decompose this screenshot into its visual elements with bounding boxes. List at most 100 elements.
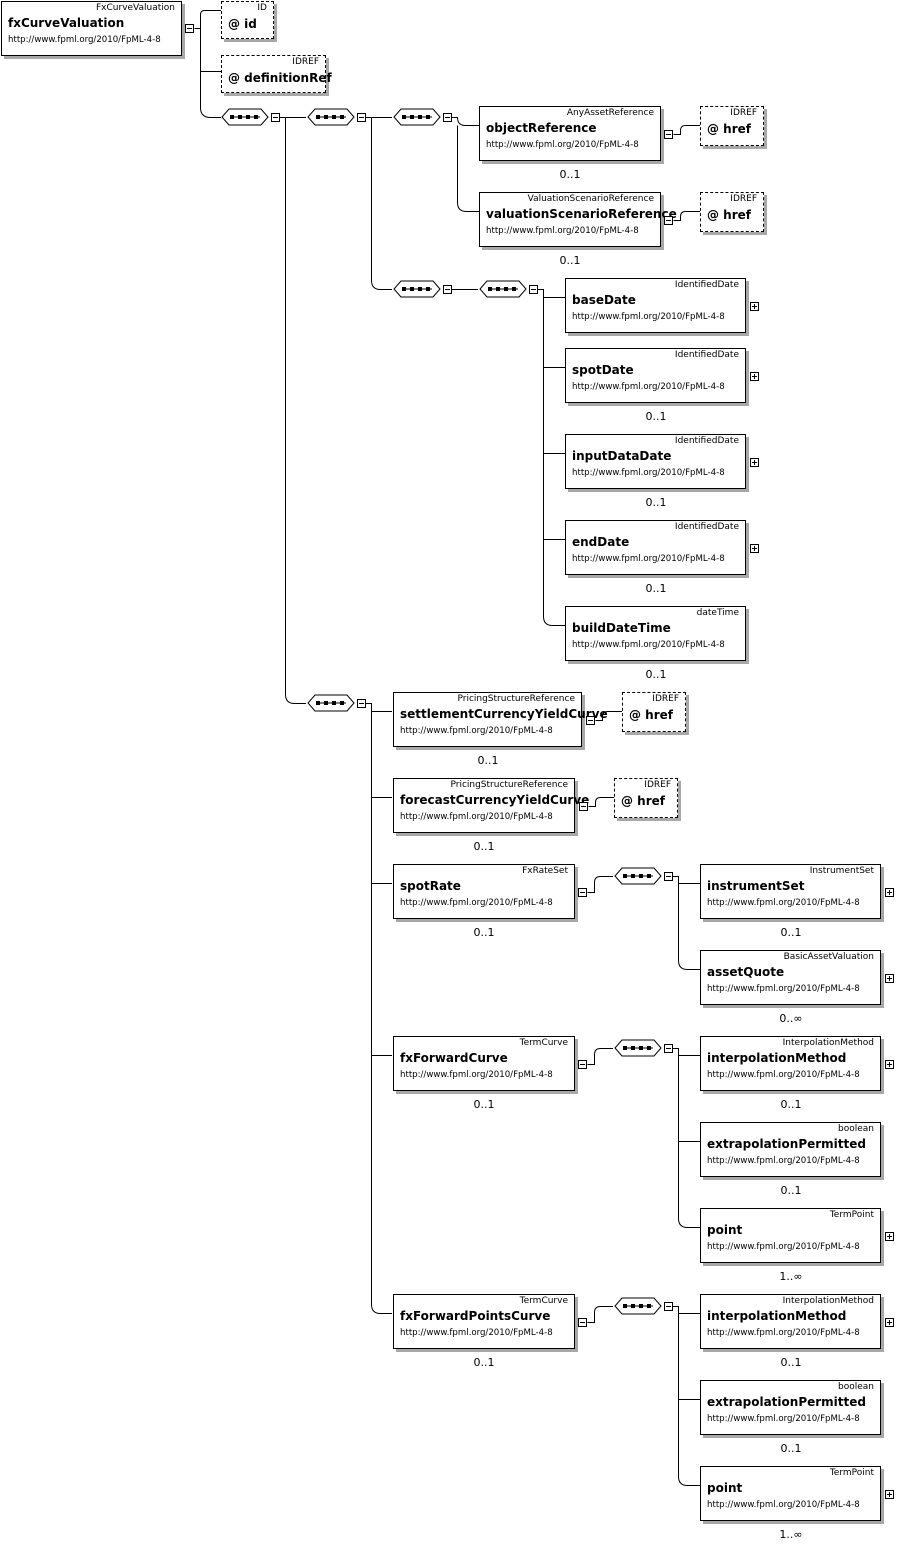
expand-toggle[interactable] xyxy=(885,1318,894,1327)
sequence-compositor[interactable] xyxy=(393,108,441,126)
sequence-compositor[interactable] xyxy=(479,280,527,298)
element-name: baseDate xyxy=(572,293,636,307)
element-interpolationmethod[interactable]: InterpolationMethod interpolationMethod … xyxy=(700,1036,881,1091)
collapse-toggle[interactable] xyxy=(664,130,673,139)
expand-toggle[interactable] xyxy=(885,974,894,983)
expand-toggle[interactable] xyxy=(750,372,759,381)
attribute-href[interactable]: IDREF @ href xyxy=(622,692,686,732)
sequence-compositor[interactable] xyxy=(614,1039,662,1057)
cardinality-label: 0..∞ xyxy=(779,1012,803,1025)
cardinality-label: 0..1 xyxy=(559,168,581,181)
element-builddatetime[interactable]: dateTime buildDateTime http://www.fpml.o… xyxy=(565,606,746,661)
namespace-url: http://www.fpml.org/2010/FpML-4-8 xyxy=(572,640,725,650)
element-name: settlementCurrencyYieldCurve xyxy=(400,707,608,721)
cardinality-label: 0..1 xyxy=(645,496,667,509)
attribute-name: @ href xyxy=(707,122,751,136)
sequence-compositor[interactable] xyxy=(614,1297,662,1315)
expand-toggle[interactable] xyxy=(750,544,759,553)
element-assetquote[interactable]: BasicAssetValuation assetQuote http://ww… xyxy=(700,950,881,1005)
cardinality-label: 1..∞ xyxy=(779,1270,803,1283)
element-name: buildDateTime xyxy=(572,621,671,635)
collapse-toggle[interactable] xyxy=(578,1060,587,1069)
type-label: IDREF xyxy=(730,194,757,204)
attribute-definitionref[interactable]: IDREF @ definitionRef xyxy=(221,55,332,93)
expand-toggle[interactable] xyxy=(885,1490,894,1499)
element-name: fxForwardPointsCurve xyxy=(400,1309,551,1323)
cardinality-label: 0..1 xyxy=(780,1442,802,1455)
type-label: PricingStructureReference xyxy=(457,694,575,704)
collapse-toggle[interactable] xyxy=(664,1044,673,1053)
cardinality-label: 1..∞ xyxy=(779,1528,803,1541)
element-fxforwardcurve[interactable]: TermCurve fxForwardCurve http://www.fpml… xyxy=(393,1036,575,1091)
type-label: TermCurve xyxy=(519,1038,568,1048)
type-label: IdentifiedDate xyxy=(674,350,739,360)
collapse-toggle[interactable] xyxy=(664,872,673,881)
type-label: ValuationScenarioReference xyxy=(527,194,654,204)
element-extrapolationpermitted[interactable]: boolean extrapolationPermitted http://ww… xyxy=(700,1122,881,1177)
element-point[interactable]: TermPoint point http://www.fpml.org/2010… xyxy=(700,1466,881,1521)
sequence-compositor[interactable] xyxy=(393,280,441,298)
expand-toggle[interactable] xyxy=(885,1232,894,1241)
collapse-toggle[interactable] xyxy=(357,699,366,708)
attribute-id[interactable]: ID @ id xyxy=(221,1,274,39)
type-label: FxCurveValuation xyxy=(96,3,175,13)
type-label: IdentifiedDate xyxy=(674,280,739,290)
expand-toggle[interactable] xyxy=(885,888,894,897)
namespace-url: http://www.fpml.org/2010/FpML-4-8 xyxy=(707,1328,860,1338)
attribute-href[interactable]: IDREF @ href xyxy=(700,192,764,232)
expand-toggle[interactable] xyxy=(885,1060,894,1069)
element-fxcurvevaluation[interactable]: FxCurveValuation fxCurveValuation http:/… xyxy=(1,1,182,56)
expand-toggle[interactable] xyxy=(750,458,759,467)
collapse-toggle[interactable] xyxy=(578,1318,587,1327)
element-objectreference[interactable]: AnyAssetReference objectReference http:/… xyxy=(479,106,661,161)
cardinality-label: 0..1 xyxy=(780,1098,802,1111)
collapse-toggle[interactable] xyxy=(586,716,595,725)
cardinality-label: 0..1 xyxy=(559,254,581,267)
element-spotrate[interactable]: FxRateSet spotRate http://www.fpml.org/2… xyxy=(393,864,575,919)
attribute-href[interactable]: IDREF @ href xyxy=(700,106,764,146)
sequence-compositor[interactable] xyxy=(307,694,355,712)
attribute-href[interactable]: IDREF @ href xyxy=(614,778,678,818)
type-label: IDREF xyxy=(652,694,679,704)
sequence-compositor[interactable] xyxy=(614,867,662,885)
element-interpolationmethod[interactable]: InterpolationMethod interpolationMethod … xyxy=(700,1294,881,1349)
element-fxforwardpointscurve[interactable]: TermCurve fxForwardPointsCurve http://ww… xyxy=(393,1294,575,1349)
namespace-url: http://www.fpml.org/2010/FpML-4-8 xyxy=(572,312,725,322)
element-enddate[interactable]: IdentifiedDate endDate http://www.fpml.o… xyxy=(565,520,746,575)
collapse-toggle[interactable] xyxy=(357,113,366,122)
element-basedate[interactable]: IdentifiedDate baseDate http://www.fpml.… xyxy=(565,278,746,333)
cardinality-label: 0..1 xyxy=(780,926,802,939)
type-label: IDREF xyxy=(730,108,757,118)
collapse-toggle[interactable] xyxy=(443,113,452,122)
namespace-url: http://www.fpml.org/2010/FpML-4-8 xyxy=(707,1070,860,1080)
collapse-toggle[interactable] xyxy=(578,888,587,897)
element-name: objectReference xyxy=(486,121,597,135)
collapse-toggle[interactable] xyxy=(664,1302,673,1311)
collapse-toggle[interactable] xyxy=(271,113,280,122)
element-inputdatadate[interactable]: IdentifiedDate inputDataDate http://www.… xyxy=(565,434,746,489)
element-settlementcurrencyyieldcurve[interactable]: PricingStructureReference settlementCurr… xyxy=(393,692,608,747)
cardinality-label: 0..1 xyxy=(645,582,667,595)
element-point[interactable]: TermPoint point http://www.fpml.org/2010… xyxy=(700,1208,881,1263)
attribute-name: @ definitionRef xyxy=(228,71,332,85)
expand-toggle[interactable] xyxy=(750,302,759,311)
type-label: InstrumentSet xyxy=(809,866,874,876)
element-spotdate[interactable]: IdentifiedDate spotDate http://www.fpml.… xyxy=(565,348,746,403)
sequence-compositor[interactable] xyxy=(307,108,355,126)
collapse-toggle[interactable] xyxy=(529,285,538,294)
element-extrapolationpermitted[interactable]: boolean extrapolationPermitted http://ww… xyxy=(700,1380,881,1435)
collapse-toggle[interactable] xyxy=(664,216,673,225)
sequence-compositor[interactable] xyxy=(221,108,269,126)
collapse-toggle[interactable] xyxy=(579,802,588,811)
collapse-toggle[interactable] xyxy=(443,285,452,294)
type-label: IDREF xyxy=(644,780,671,790)
element-forecastcurrencyyieldcurve[interactable]: PricingStructureReference forecastCurren… xyxy=(393,778,589,833)
collapse-toggle[interactable] xyxy=(185,24,194,33)
element-instrumentset[interactable]: InstrumentSet instrumentSet http://www.f… xyxy=(700,864,881,919)
element-valuationscenarioreference[interactable]: ValuationScenarioReference valuationScen… xyxy=(479,192,677,247)
type-label: BasicAssetValuation xyxy=(783,952,874,962)
cardinality-label: 0..1 xyxy=(473,926,495,939)
type-label: ID xyxy=(257,3,267,13)
namespace-url: http://www.fpml.org/2010/FpML-4-8 xyxy=(707,984,860,994)
type-label: IdentifiedDate xyxy=(674,436,739,446)
